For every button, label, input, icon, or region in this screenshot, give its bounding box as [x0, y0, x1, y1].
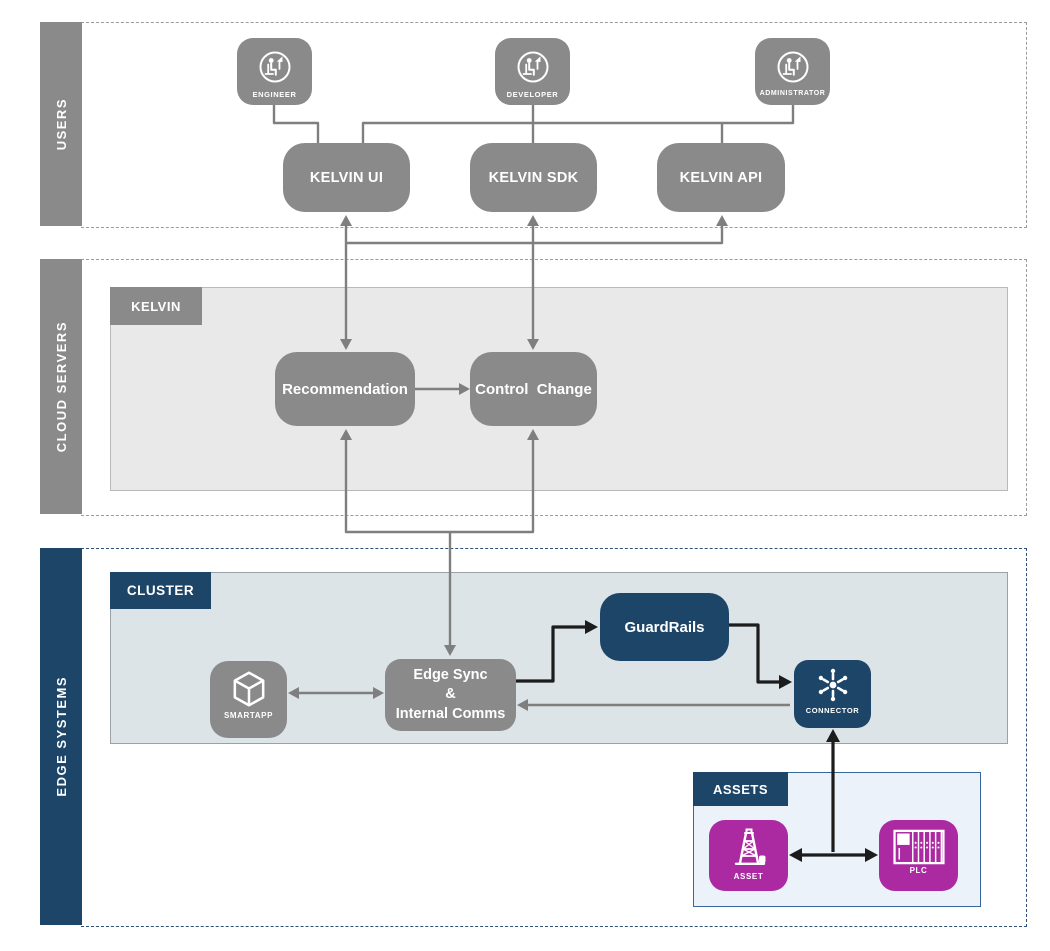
person-at-desk-icon — [259, 51, 290, 83]
control-change-label: Control Change — [475, 380, 592, 398]
edge-sync-line3: Internal Comms — [395, 705, 506, 722]
connector-node: CONNECTOR — [794, 660, 871, 728]
administrator-label: ADMINISTRATOR — [759, 90, 826, 97]
developer-node: DEVELOPER — [495, 38, 570, 105]
arrowhead-down-icon — [444, 645, 456, 656]
arrowhead-up-icon — [716, 215, 728, 226]
arrowhead-up-icon — [340, 429, 352, 440]
guardrails-label: GuardRails — [624, 618, 705, 636]
edge-sync-line2: & — [445, 686, 456, 703]
arrowhead-left-icon — [517, 699, 528, 711]
arrowhead-right-icon — [459, 383, 470, 395]
kelvin-sdk-node: KELVIN SDK — [470, 143, 597, 212]
edge-band-frame — [81, 548, 1027, 927]
hub-icon — [818, 668, 847, 702]
edge-band-bar: EDGE SYSTEMS — [40, 548, 82, 925]
plc-label: PLC — [909, 866, 928, 875]
cloud-merge-line — [344, 434, 535, 534]
arrowhead-left-icon — [288, 687, 299, 699]
cube-icon — [233, 671, 264, 707]
edge-sync-node: Edge Sync & Internal Comms — [385, 659, 516, 731]
cluster-panel-header: CLUSTER — [110, 572, 211, 609]
arrowhead-up-icon — [826, 729, 840, 742]
cloud-band-frame — [81, 259, 1027, 516]
smartapp-label: SMARTAPP — [223, 711, 274, 720]
arrowhead-up-icon — [527, 215, 539, 226]
kelvin-ui-node: KELVIN UI — [283, 143, 410, 212]
control-change-node: Control Change — [470, 352, 597, 426]
arrowhead-right-icon — [779, 675, 792, 689]
kelvin-sdk-label: KELVIN SDK — [488, 169, 579, 186]
arrowhead-left-icon — [789, 848, 802, 862]
users-band-bar: USERS — [40, 22, 82, 226]
smartapp-node: SMARTAPP — [210, 661, 287, 738]
arrowhead-up-icon — [340, 215, 352, 226]
person-at-desk-icon — [517, 51, 548, 83]
person-at-desk-icon — [777, 51, 808, 83]
recommendation-node: Recommendation — [275, 352, 415, 426]
guardrails-to-connector-line — [729, 623, 783, 684]
assets-panel-header: ASSETS — [693, 772, 788, 806]
arrowhead-up-icon — [527, 429, 539, 440]
engineer-node: ENGINEER — [237, 38, 312, 105]
kelvin-api-label: KELVIN API — [679, 169, 763, 186]
developer-label: DEVELOPER — [506, 90, 559, 99]
arrowhead-right-icon — [373, 687, 384, 699]
kelvin-panel-header: KELVIN — [110, 287, 202, 325]
engineer-to-kelvin-ui-line — [272, 95, 320, 150]
arrowhead-right-icon — [585, 620, 598, 634]
plc-node: PLC — [879, 820, 958, 891]
guardrails-node: GuardRails — [600, 593, 729, 661]
tee-to-api-line — [346, 220, 724, 245]
connector-label: CONNECTOR — [805, 706, 860, 715]
edgesync-to-guardrails-line — [516, 625, 589, 683]
users-band-frame — [81, 22, 1027, 228]
edge-sync-line1: Edge Sync — [413, 666, 488, 683]
oil-derrick-icon — [734, 828, 765, 865]
administrator-node: ADMINISTRATOR — [755, 38, 830, 105]
recommendation-label: Recommendation — [282, 380, 408, 398]
arrowhead-down-icon — [340, 339, 352, 350]
arrowhead-right-icon — [865, 848, 878, 862]
kelvin-api-node: KELVIN API — [657, 143, 785, 212]
arrowhead-down-icon — [527, 339, 539, 350]
administrator-bus-line — [361, 95, 795, 150]
asset-node: ASSET — [709, 820, 788, 891]
engineer-label: ENGINEER — [252, 90, 297, 99]
asset-label: ASSET — [733, 872, 764, 881]
cloud-band-bar: CLOUD SERVERS — [40, 259, 82, 514]
plc-rack-icon — [892, 829, 945, 865]
kelvin-ui-label: KELVIN UI — [309, 169, 384, 186]
